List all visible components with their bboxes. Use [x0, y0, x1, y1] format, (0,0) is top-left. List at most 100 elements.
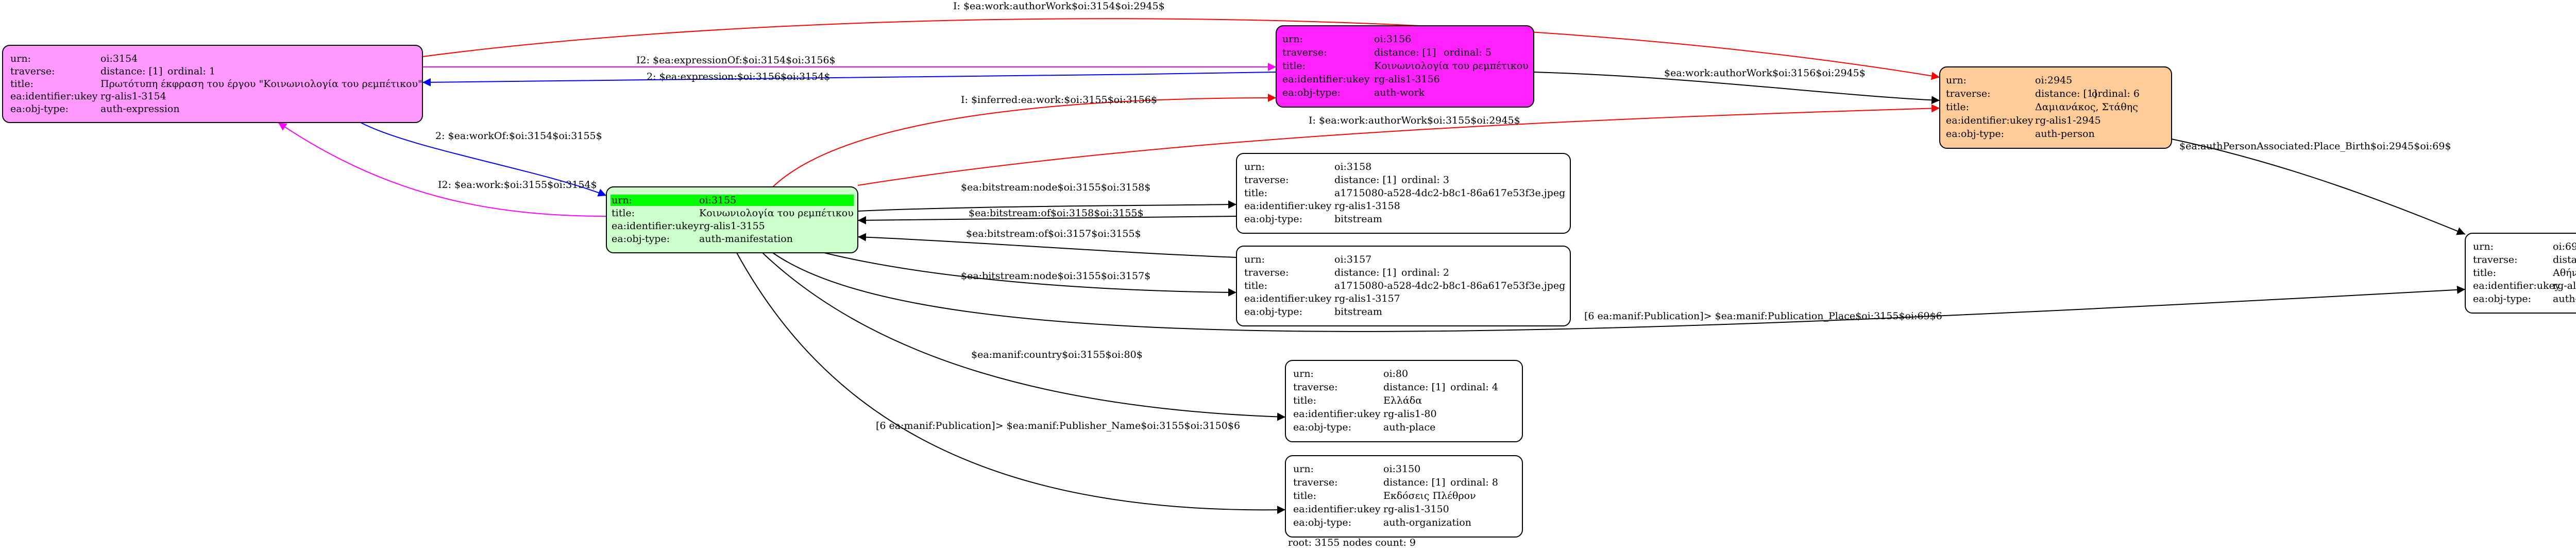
edge-label: I: $ea:work:authorWork$oi:3155$oi:2945$	[1309, 115, 1520, 126]
node-key-label: ea:identifier:ukey	[2473, 280, 2561, 291]
edge-label: $ea:bitstream:node$oi:3155$oi:3158$	[961, 182, 1150, 193]
node-value: distance: [1]	[1374, 47, 1436, 58]
node-box	[1939, 66, 2172, 149]
edge-e1[interactable]: I: $ea:work:authorWork$oi:3154$oi:2945$	[422, 1, 1940, 80]
edge-e6[interactable]: I2: $ea:work:$oi:3155$oi:3154$	[278, 122, 607, 217]
node-value: auth-place	[1383, 422, 1435, 433]
node-value: distance: [1]	[2553, 254, 2576, 265]
node-value: oi:69	[2553, 241, 2576, 252]
edge-label: $ea:authPersonAssociated:Place_Birth$oi:…	[2179, 141, 2451, 152]
edge-line	[2171, 138, 2466, 235]
node-value: Ελλάδα	[1383, 395, 1422, 406]
node-key-label: ea:obj-type:	[1244, 306, 1302, 318]
edge-e13[interactable]: $ea:authPersonAssociated:Place_Birth$oi:…	[2171, 138, 2466, 235]
edge-label: $ea:manif:country$oi:3155$oi:80$	[971, 349, 1143, 360]
edge-e9[interactable]: $ea:bitstream:node$oi:3155$oi:3158$	[857, 182, 1237, 212]
edge-e10[interactable]: $ea:bitstream:of$oi:3158$oi:3155$	[857, 207, 1237, 224]
edge-e14[interactable]: [6 ea:manif:Publication]> $ea:manif:Publ…	[772, 252, 2466, 332]
node-value: ordinal: 5	[1444, 47, 1492, 58]
node-value: distance: [1]	[1334, 267, 1396, 278]
node-value: auth-organization	[1383, 517, 1471, 528]
edge-label: I2: $ea:work:$oi:3155$oi:3154$	[438, 179, 597, 191]
node-value: rg-alis1-3155	[699, 220, 765, 232]
edge-e5[interactable]: 2: $ea:workOf:$oi:3154$oi:3155$	[360, 122, 607, 197]
edge-line	[772, 94, 1277, 187]
node-box	[1236, 246, 1571, 326]
node-key-label: ea:obj-type:	[10, 103, 69, 115]
edge-e2[interactable]: I2: $ea:expressionOf:$oi:3154$oi:3156$	[422, 55, 1276, 71]
node-box	[1285, 455, 1523, 538]
node-key-label: urn:	[2473, 241, 2494, 252]
edge-label: I: $inferred:ea:work:$oi:3155$oi:3156$	[961, 94, 1157, 106]
node-value: auth-manifestation	[699, 233, 793, 245]
edge-label: I2: $ea:expressionOf:$oi:3154$oi:3156$	[636, 55, 836, 66]
node-key-label: traverse:	[2473, 254, 2518, 265]
edge-e16[interactable]: [6 ea:manif:Publication]> $ea:manif:Publ…	[736, 252, 1286, 514]
node-box	[1285, 360, 1523, 442]
edge-label: I: $ea:work:authorWork$oi:3154$oi:2945$	[953, 1, 1165, 12]
node-value: a1715080-a528-4dc2-b8c1-86a617e53f3e.jpe…	[1334, 280, 1565, 291]
node-value: ordinal: 4	[1450, 382, 1498, 393]
edge-line	[360, 122, 607, 197]
edge-e15[interactable]: $ea:manif:country$oi:3155$oi:80$	[762, 252, 1286, 421]
node-value: oi:3155	[699, 195, 736, 206]
edge-label: 2: $ea:workOf:$oi:3154$oi:3155$	[435, 130, 602, 142]
node-oi-3158[interactable]: urn: oi:3158 traverse: distance: [1] ordinal…	[1236, 153, 1571, 234]
node-key-label: urn:	[1244, 161, 1265, 172]
node-key-label: urn:	[612, 195, 632, 206]
edge-label: $ea:work:authorWork$oi:3156$oi:2945$	[1664, 67, 1866, 79]
node-key-label: urn:	[1293, 368, 1314, 379]
node-value: distance: [1]	[100, 65, 162, 77]
edge-e7[interactable]: I: $inferred:ea:work:$oi:3155$oi:3156$	[772, 94, 1277, 187]
node-value: a1715080-a528-4dc2-b8c1-86a617e53f3e.jpe…	[1334, 187, 1565, 199]
node-value: oi:2945	[2035, 75, 2072, 86]
node-key-label: traverse:	[1244, 174, 1289, 185]
edge-e11[interactable]: $ea:bitstream:of$oi:3157$oi:3155$	[857, 228, 1237, 258]
node-value: rg-alis1-80	[1383, 408, 1437, 420]
node-key-label: traverse:	[1244, 267, 1289, 278]
node-value: rg-alis1-69	[2553, 280, 2576, 291]
edge-line	[824, 252, 1237, 297]
edge-line	[736, 252, 1286, 514]
edge-line	[278, 122, 607, 217]
node-key-label: traverse:	[1946, 88, 1991, 99]
node-key-label: title:	[1282, 60, 1306, 72]
edge-e8[interactable]: I: $ea:work:authorWork$oi:3155$oi:2945$	[857, 104, 1940, 186]
edge-line	[422, 72, 1277, 86]
node-key-label: ea:identifier:ukey	[1946, 115, 2033, 126]
edge-line	[1533, 72, 1940, 105]
node-key-label: urn:	[1946, 75, 1967, 86]
edge-e12[interactable]: $ea:bitstream:node$oi:3155$oi:3157$	[824, 252, 1237, 297]
edge-line	[857, 104, 1940, 186]
edge-label: [6 ea:manif:Publication]> $ea:manif:Publ…	[1584, 310, 1942, 322]
node-key-label: title:	[10, 78, 33, 90]
node-key-label: ea:obj-type:	[1293, 517, 1351, 528]
edge-e3[interactable]: 2: $ea:expression:$oi:3156$oi:3154$	[422, 71, 1277, 86]
edge-label: $ea:bitstream:node$oi:3155$oi:3157$	[961, 270, 1150, 282]
node-key-label: ea:obj-type:	[612, 233, 670, 245]
node-value: oi:3154	[100, 53, 138, 64]
node-value: oi:3156	[1374, 33, 1411, 45]
root-highlight	[611, 195, 854, 206]
node-value: distance: [1]	[1334, 174, 1396, 185]
node-value: Πρωτότυπη έκφραση του έργου "Κοινωνιολογ…	[100, 78, 422, 90]
edge-e4[interactable]: $ea:work:authorWork$oi:3156$oi:2945$	[1533, 67, 1940, 105]
node-value: Κοινωνιολογία του ρεμπέτικου	[1374, 60, 1529, 72]
node-key-label: urn:	[1282, 33, 1303, 45]
edge-line	[762, 252, 1286, 421]
edge-line	[772, 252, 2466, 332]
node-value: rg-alis1-2945	[2035, 115, 2101, 126]
node-value: ordinal: 3	[1401, 174, 1449, 185]
nodes-layer: urn: oi:3154 traverse: distance: [1] ordinal…	[2, 25, 2576, 538]
node-key-label: ea:obj-type:	[1244, 214, 1302, 225]
node-value: auth-expression	[100, 103, 180, 115]
node-value: oi:3158	[1334, 161, 1371, 172]
